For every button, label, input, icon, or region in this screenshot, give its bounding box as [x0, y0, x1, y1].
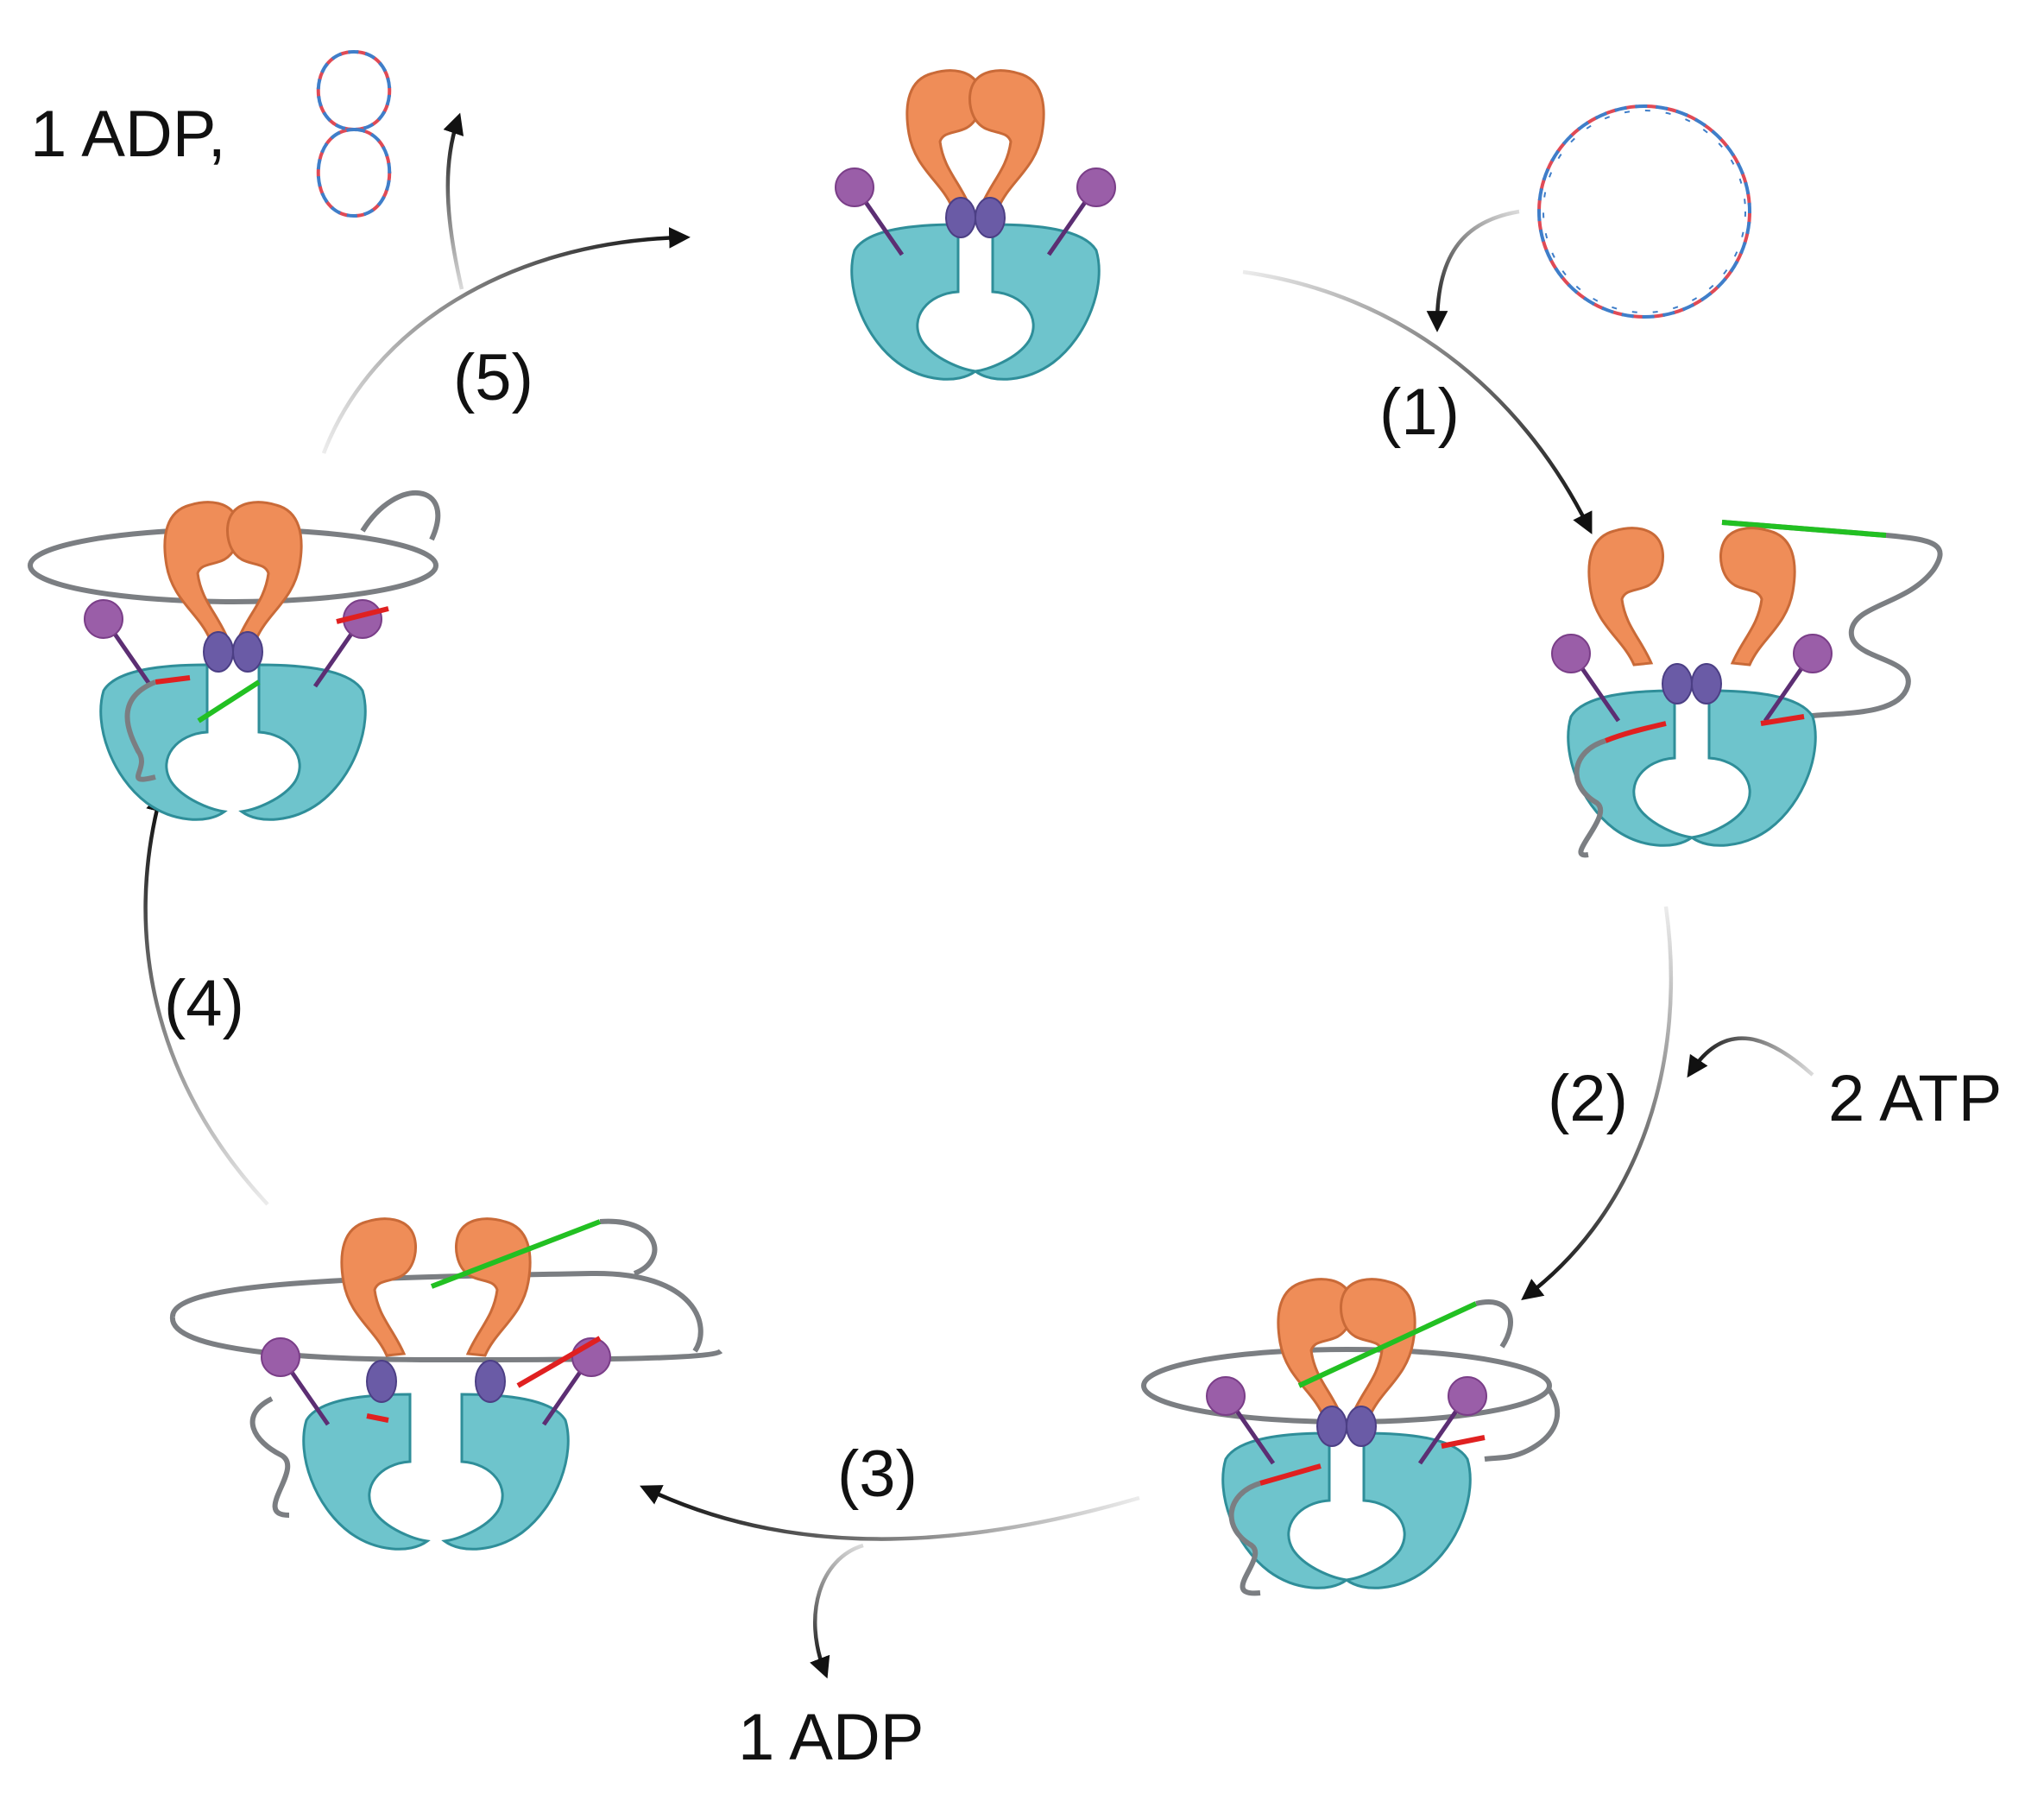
arrow-step-4 — [143, 790, 269, 1206]
step-label-3: (3) — [837, 1437, 918, 1511]
arrow-dna-binding-step-1 — [1426, 209, 1520, 332]
arrow-step-3 — [640, 1485, 1140, 1541]
supercoiled-plasmid-dna-icon — [316, 49, 392, 218]
step-label-2: (2) — [1548, 1062, 1628, 1135]
arrow-atp-binding-step-2 — [1687, 1036, 1814, 1078]
enzyme-t-segment-passed-state — [28, 490, 441, 821]
adp-release-label-step-5: 1 ADP, — [30, 98, 226, 171]
arrow-step-2 — [1521, 906, 1674, 1301]
enzyme-dna-gate-open-state — [169, 1217, 723, 1551]
arrow-adp-release-step-5 — [443, 112, 464, 290]
step-label-1: (1) — [1379, 376, 1460, 449]
atp-input-label: 2 ATP — [1828, 1062, 2003, 1135]
arrow-step-5 — [321, 227, 691, 454]
enzyme-apo-state — [836, 69, 1115, 381]
arrow-adp-release-step-3 — [810, 1543, 864, 1679]
step-label-5: (5) — [453, 341, 533, 414]
adp-release-label-step-3: 1 ADP — [738, 1701, 924, 1774]
relaxed-plasmid-dna-icon — [1537, 104, 1751, 319]
arrow-step-1 — [1242, 269, 1593, 534]
enzyme-atp-bound-clamped-state — [1141, 1278, 1561, 1596]
step-label-4: (4) — [164, 967, 244, 1040]
enzyme-g-segment-bound-state — [1552, 520, 1943, 858]
